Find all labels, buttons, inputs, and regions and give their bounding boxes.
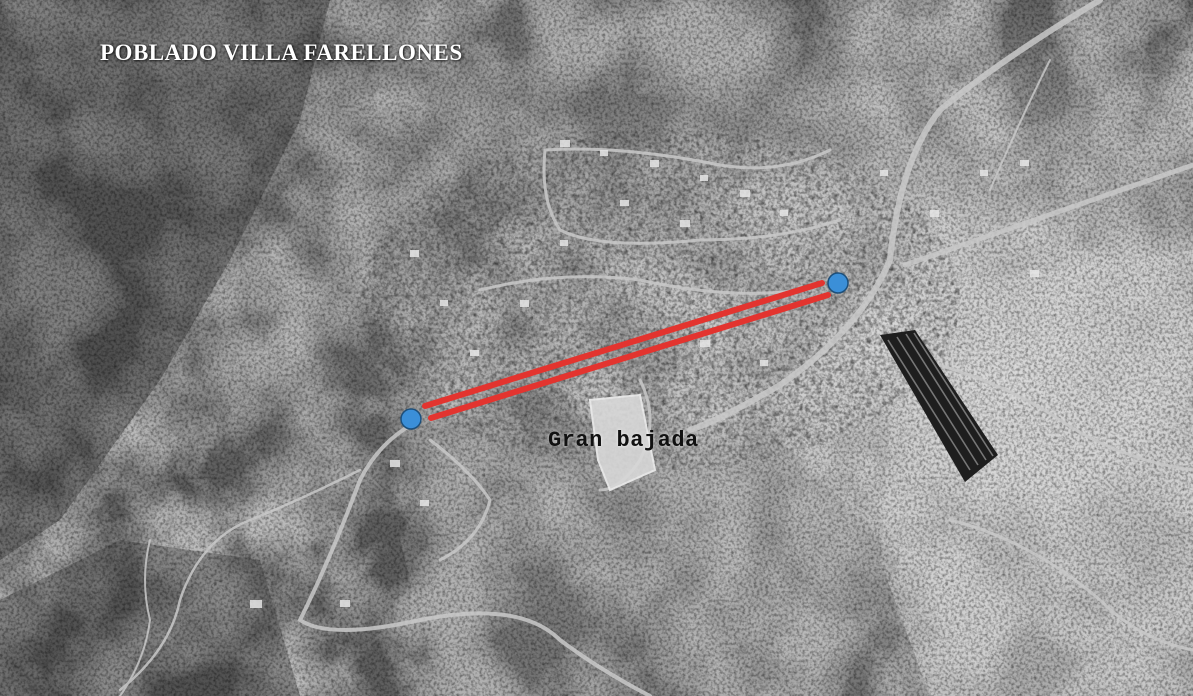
lower-station-marker[interactable] [400, 408, 422, 430]
lift-cable-upper [422, 280, 825, 409]
upper-station-marker[interactable] [827, 272, 849, 294]
lift-cable-lower [428, 292, 831, 421]
